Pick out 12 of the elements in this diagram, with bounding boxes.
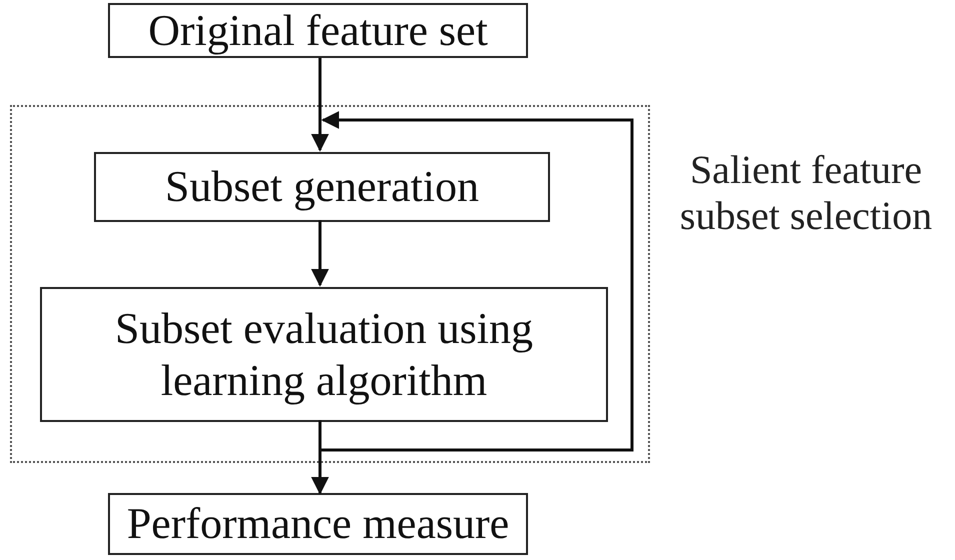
- process-box: [108, 3, 528, 58]
- arrow: [311, 58, 329, 152]
- box-text: Performance measure: [126, 498, 510, 550]
- process-box: [94, 152, 550, 222]
- box-text: Original feature set: [147, 4, 489, 56]
- box-text: Subset generation: [164, 161, 480, 213]
- group-label: Salient feature subset selection: [678, 147, 934, 239]
- box-text: Subset evaluation using learning algorithm: [114, 302, 534, 406]
- arrow: [318, 111, 634, 452]
- process-box: [108, 493, 528, 555]
- arrow: [311, 220, 329, 287]
- process-box: [40, 287, 608, 422]
